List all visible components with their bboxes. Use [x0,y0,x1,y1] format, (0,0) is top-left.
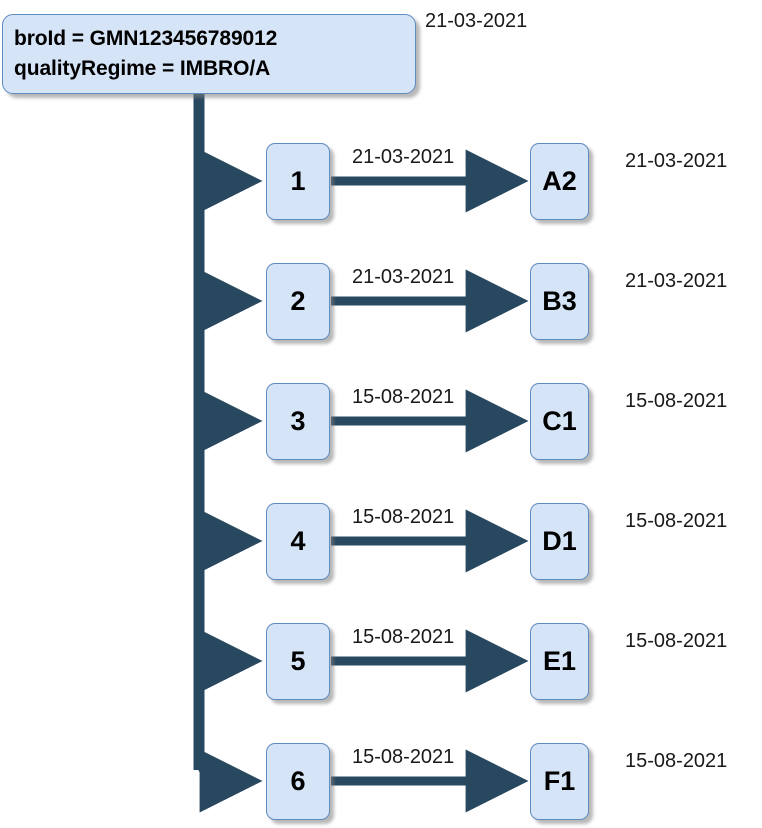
branch-arrow-6 [194,749,263,813]
event-node-3-label: 3 [290,406,306,436]
right-date-label-4: 15-08-2021 [625,510,728,532]
event-node-2-label: 2 [290,286,306,316]
event-node-6-label: 6 [290,766,306,796]
event-node-6[interactable]: 6 [266,743,330,820]
edge-date-label-5: 15-08-2021 [352,626,455,648]
edge-date-label-1: 21-03-2021 [352,146,455,168]
code-node-d1-label: D1 [542,526,577,556]
event-node-5[interactable]: 5 [266,623,330,700]
branch-arrow-3 [194,389,263,453]
root-node-broid: broId = GMN123456789012 [14,27,278,50]
branch-arrow-5 [194,629,263,693]
code-node-c1-label: C1 [542,406,577,436]
right-date-label-2: 21-03-2021 [625,270,728,292]
code-node-b3[interactable]: B3 [530,263,589,340]
code-node-b3-label: B3 [542,286,577,316]
code-node-a2[interactable]: A2 [530,143,589,220]
event-node-1[interactable]: 1 [266,143,330,220]
event-node-4-label: 4 [290,526,306,556]
code-node-a2-label: A2 [542,166,577,196]
edge-date-label-3: 15-08-2021 [352,386,455,408]
root-node-qualityregime: qualityRegime = IMBRO/A [14,57,271,80]
branch-arrow-4 [194,509,263,573]
edge-date-label-6: 15-08-2021 [352,746,455,768]
code-node-e1-label: E1 [542,646,577,676]
event-node-4[interactable]: 4 [266,503,330,580]
edge-date-label-4: 15-08-2021 [352,506,455,528]
code-node-d1[interactable]: D1 [530,503,589,580]
code-node-e1[interactable]: E1 [530,623,589,700]
root-node[interactable]: broId = GMN123456789012 qualityRegime = … [2,14,416,94]
code-node-f1[interactable]: F1 [530,743,589,820]
root-date-label: 21-03-2021 [425,10,528,32]
event-node-2[interactable]: 2 [266,263,330,340]
right-date-label-6: 15-08-2021 [625,750,728,772]
edge-date-label-2: 21-03-2021 [352,266,455,288]
event-node-3[interactable]: 3 [266,383,330,460]
code-node-f1-label: F1 [543,766,576,796]
event-node-1-label: 1 [290,166,306,196]
branch-arrow-1 [194,149,263,213]
code-node-c1[interactable]: C1 [530,383,589,460]
right-date-label-3: 15-08-2021 [625,390,728,412]
event-node-5-label: 5 [290,646,306,676]
branch-arrow-2 [194,269,263,333]
right-date-label-1: 21-03-2021 [625,150,728,172]
right-date-label-5: 15-08-2021 [625,630,728,652]
